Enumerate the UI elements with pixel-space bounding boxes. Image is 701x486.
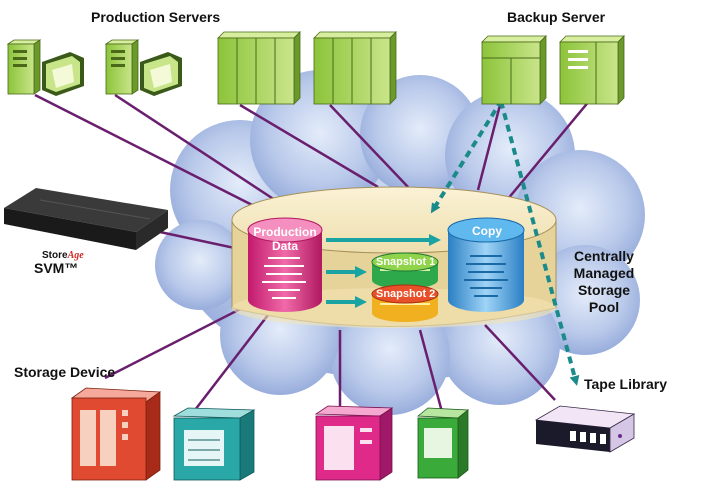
storage-array-icon [70,387,162,481]
snapshot2-cylinder [371,284,439,322]
svm-appliance-icon [4,188,168,250]
snapshot2-label: Snapshot 2 [376,288,436,300]
snapshot1-label: Snapshot 1 [376,256,436,268]
monitor-icon [140,52,182,96]
backup-server-label: Backup Server [507,9,606,25]
server-tower-icon [104,39,140,95]
rack-server-icon [481,35,547,105]
server-tower-icon [6,39,42,95]
svm-age-text: Age [67,250,84,261]
storage-device-label: Storage Device [14,364,116,380]
data-flow-arrows [326,234,441,308]
tape-library-icon [534,405,636,453]
storage-pool-label: Centrally Managed Storage Pool [566,248,642,316]
rack-server-icon [313,31,397,105]
storage-array-icon [314,405,394,481]
production-data-line2: Data [271,239,298,253]
storage-array-icon [172,407,256,481]
backup-arrows [430,88,580,386]
tape-library-label: Tape Library [584,376,667,392]
production-data-label: Production Data [247,225,323,253]
pool-label-line1: Centrally [574,248,634,264]
monitor-icon [42,52,84,96]
svm-brand-label: StoreAge [42,250,84,261]
rack-server-icon [559,35,625,105]
pool-label-line4: Pool [588,299,620,315]
copy-label: Copy [472,224,502,238]
svm-store-text: Store [42,250,68,261]
production-servers-label: Production Servers [91,9,221,25]
snapshot1-cylinder [371,252,439,289]
production-data-cylinder [247,217,323,312]
copy-cylinder [447,217,525,312]
storage-array-icon [416,407,470,479]
pool-label-line3: Storage [577,282,631,298]
rack-server-icon [217,31,301,105]
production-data-line1: Production [253,225,317,239]
connection-lines [34,93,591,413]
svm-name-label: SVM™ [34,260,79,276]
pool-label-line2: Managed [573,265,635,281]
